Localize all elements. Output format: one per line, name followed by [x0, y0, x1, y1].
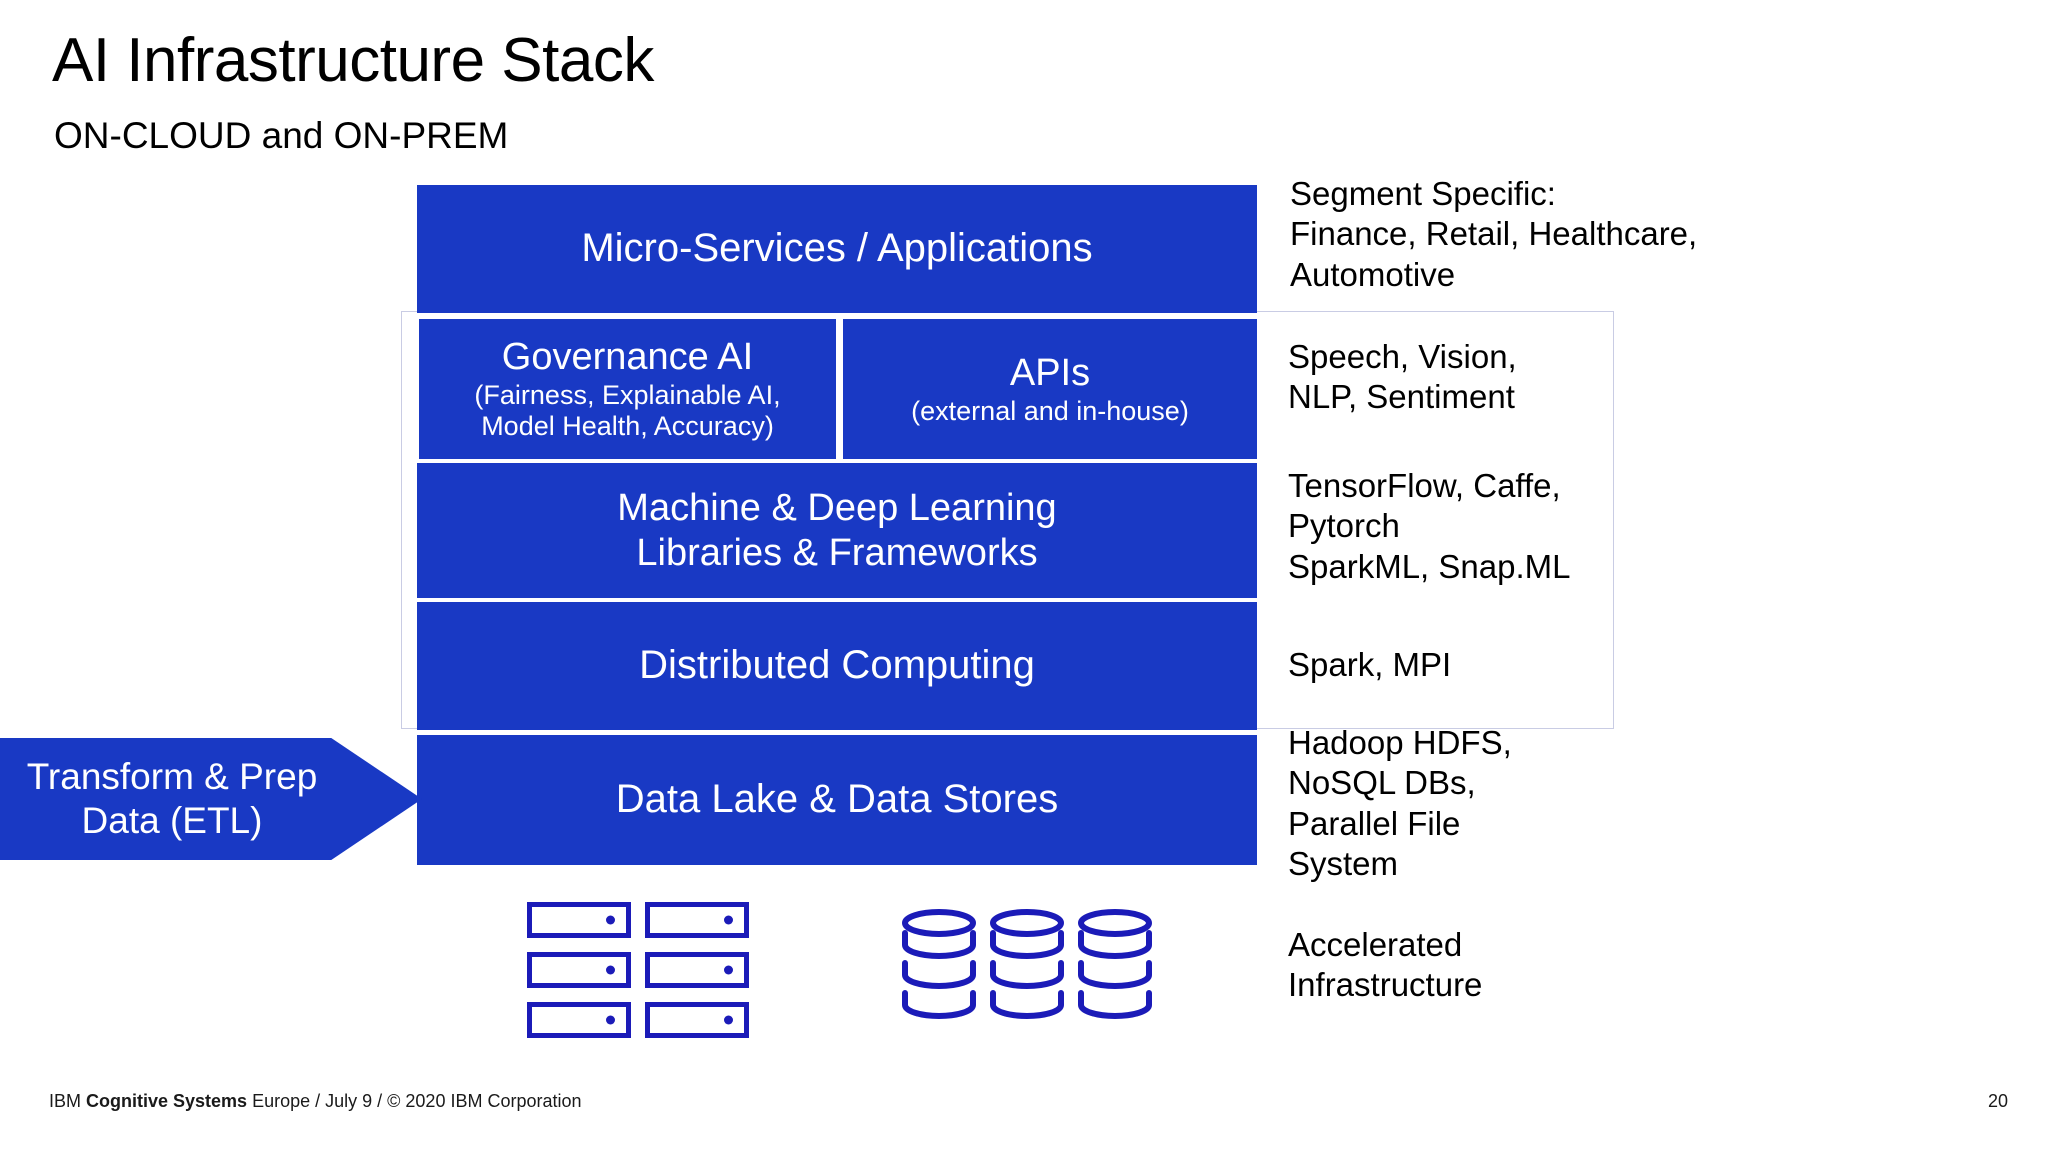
layer-ml-dl-libraries-label: Machine & Deep Learning Libraries & Fram… [617, 486, 1057, 574]
database-cylinder-icon [990, 909, 1064, 1019]
footer-brand-suffix: Europe / July 9 / © 2020 IBM Corporation [247, 1091, 582, 1111]
note-cognitive-services: Speech, Vision, NLP, Sentiment [1288, 338, 1517, 416]
footer-divider [0, 1073, 2048, 1074]
etl-arrow-label: Transform & Prep Data (ETL) [26, 755, 318, 841]
server-unit-icon [645, 952, 749, 988]
page-title: AI Infrastructure Stack [52, 26, 654, 95]
layer-data-lake[interactable]: Data Lake & Data Stores [417, 735, 1257, 865]
note-distributed: Spark, MPI [1288, 646, 1452, 683]
note-accelerated-infrastructure: Accelerated Infrastructure [1288, 926, 1483, 1004]
etl-arrow[interactable]: Transform & Prep Data (ETL) [0, 738, 422, 860]
server-rack-icon [527, 902, 749, 1038]
layer-governance-ai-sublabel: (Fairness, Explainable AI, Model Health,… [474, 380, 781, 442]
layer-ml-dl-libraries[interactable]: Machine & Deep Learning Libraries & Fram… [417, 463, 1257, 598]
server-unit-icon [645, 1002, 749, 1038]
database-cylinder-icon [1078, 909, 1152, 1019]
layer-governance-ai-label: Governance AI [501, 336, 754, 379]
page-subtitle: ON-CLOUD and ON-PREM [54, 115, 509, 156]
layer-micro-services[interactable]: Micro-Services / Applications [417, 185, 1257, 313]
layer-apis-label: APIs [1009, 351, 1091, 394]
layer-distributed-computing-label: Distributed Computing [639, 643, 1035, 688]
layer-apis-sublabel: (external and in-house) [911, 395, 1189, 426]
layer-distributed-computing[interactable]: Distributed Computing [417, 602, 1257, 730]
layer-apis[interactable]: APIs (external and in-house) [843, 319, 1257, 459]
footer-page-number: 20 [1987, 1091, 2008, 1111]
server-unit-icon [645, 902, 749, 938]
server-unit-icon [527, 902, 631, 938]
note-segment-specific: Segment Specific: Finance, Retail, Healt… [1290, 175, 1698, 293]
note-frameworks: TensorFlow, Caffe, Pytorch SparkML, Snap… [1288, 467, 1571, 585]
server-unit-icon [527, 952, 631, 988]
layer-micro-services-label: Micro-Services / Applications [581, 226, 1093, 271]
database-cylinder-icon [902, 909, 976, 1019]
layer-governance-ai[interactable]: Governance AI (Fairness, Explainable AI,… [419, 319, 836, 459]
note-data-stores: Hadoop HDFS, NoSQL DBs, Parallel File Sy… [1288, 724, 1512, 882]
server-unit-icon [527, 1002, 631, 1038]
footer-brand-bold: Cognitive Systems [86, 1091, 248, 1111]
footer-attribution: IBM Cognitive Systems Europe / July 9 / … [49, 1091, 582, 1112]
layer-data-lake-label: Data Lake & Data Stores [615, 777, 1059, 822]
footer-brand-prefix: IBM [49, 1091, 87, 1111]
database-cluster-icon [900, 908, 1154, 1026]
